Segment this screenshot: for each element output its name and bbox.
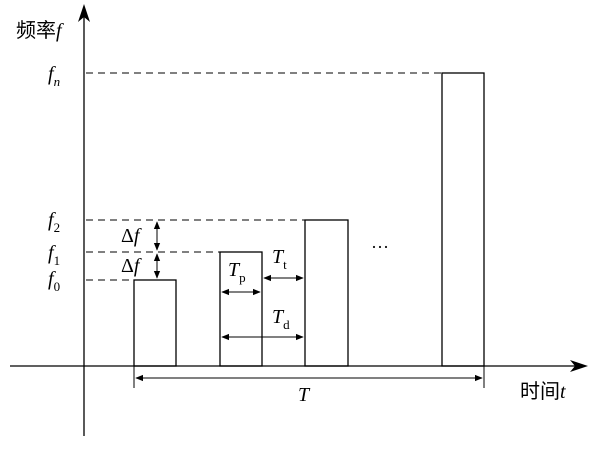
tt-label-var: T [272,246,285,268]
pulse-f0 [133,279,177,367]
f0-label-var: f [48,268,56,290]
tt-label: Tt [272,246,287,272]
f1-label-var: f [48,242,56,264]
f2-label-sub: 2 [54,220,61,235]
pulse-f1 [219,251,263,367]
delta-f-upper-label: Δf [121,225,142,247]
delta-f-upper-delta: Δ [121,225,134,247]
f1-label-sub: 1 [54,253,61,268]
tp-label-sub: p [239,270,246,285]
fn-label-sub: n [54,74,61,89]
pulse-f2 [304,219,349,367]
delta-f-lower-var: f [134,255,142,277]
x-axis-label-var: t [560,381,566,403]
tt-label-sub: t [283,257,287,272]
fn-label-var: f [48,63,56,85]
delta-f-lower-label: Δf [121,255,142,277]
tp-label: Tp [228,259,246,285]
td-label: Td [272,306,290,332]
x-axis-label-text: 时间 [520,379,560,403]
x-axis-arrowhead [570,360,588,372]
f0-label-sub: 0 [54,279,61,294]
td-label-var: T [272,306,285,328]
td-label-sub: d [283,317,290,332]
fn-label: fn [48,63,60,89]
tp-label-var: T [228,259,241,281]
total-t-label: T [298,384,311,406]
y-axis-label: 频率f [16,18,64,42]
pulse-fn [441,72,485,367]
f2-label: f2 [48,209,60,235]
y-axis-label-var: f [56,20,64,42]
f0-label: f0 [48,268,60,294]
delta-f-upper-var: f [134,225,142,247]
x-axis-label: 时间t [520,379,566,403]
ellipsis: ··· [371,237,389,257]
delta-f-lower-delta: Δ [121,255,134,277]
f2-label-var: f [48,209,56,231]
y-axis-label-text: 频率 [16,18,56,42]
f1-label: f1 [48,242,60,268]
y-axis-arrowhead [78,4,90,22]
